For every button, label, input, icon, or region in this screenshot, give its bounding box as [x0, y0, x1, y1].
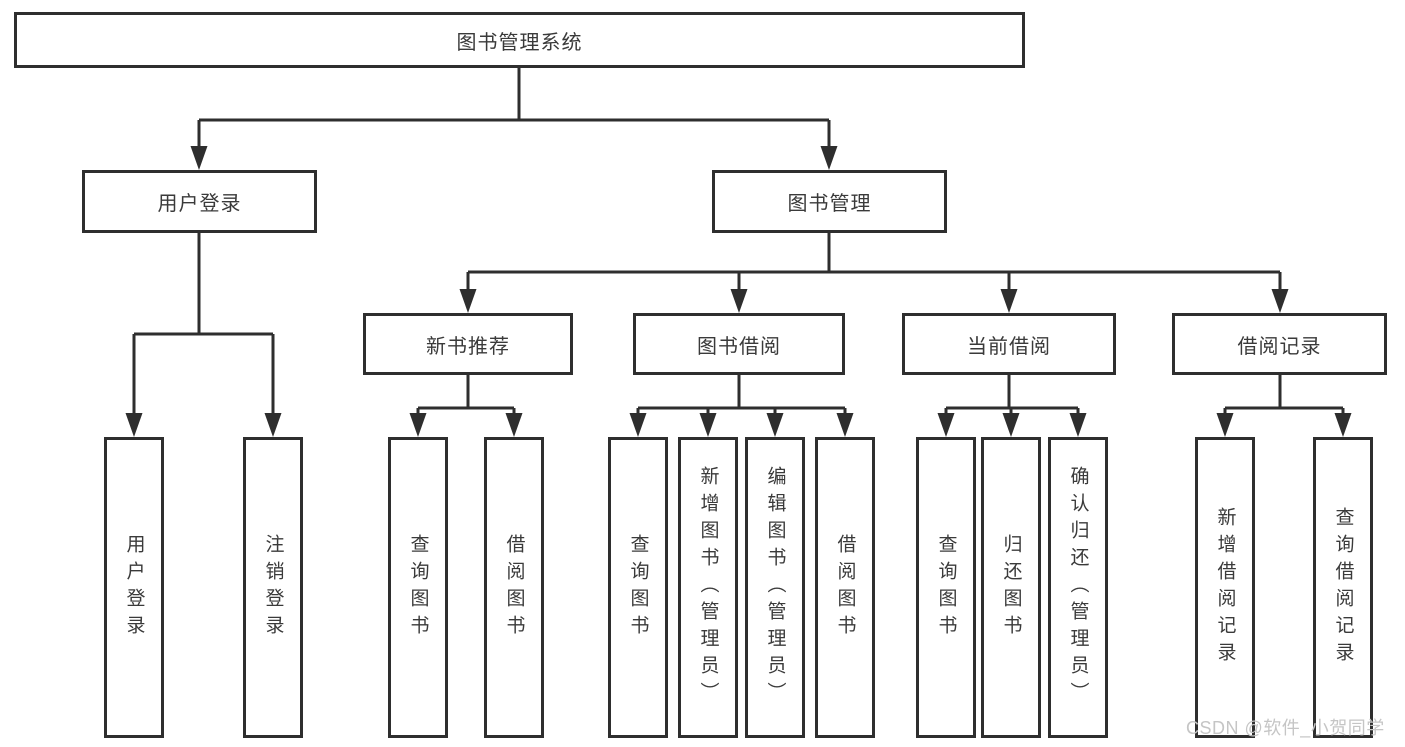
node-label: 图书管理: [787, 193, 872, 215]
node-new-book-recommend: 新书推荐: [363, 313, 573, 375]
leaf-label: 编辑图书（管理员）: [764, 466, 786, 709]
node-user-login: 用户登录: [82, 170, 317, 233]
node-label: 图书管理系统: [456, 31, 583, 54]
node-current-borrowing: 当前借阅: [902, 313, 1116, 375]
leaf-query-books-1: 查询图书: [388, 437, 448, 738]
leaf-label: 新增借阅记录: [1214, 506, 1236, 669]
node-label: 图书借阅: [697, 335, 781, 358]
leaf-add-books-admin: 新增图书（管理员）: [678, 437, 738, 738]
node-book-borrowing: 图书借阅: [633, 313, 845, 375]
leaf-label: 新增图书（管理员）: [697, 466, 719, 709]
node-label: 用户登录: [157, 193, 242, 215]
leaf-label: 查询借阅记录: [1332, 506, 1354, 669]
leaf-label: 用户登录: [123, 533, 145, 642]
leaf-logout: 注销登录: [243, 437, 303, 738]
leaf-label: 归还图书: [1000, 533, 1022, 642]
node-label: 新书推荐: [426, 335, 510, 358]
leaf-label: 查询图书: [627, 533, 649, 642]
node-label: 当前借阅: [967, 335, 1051, 358]
node-borrow-records: 借阅记录: [1172, 313, 1387, 375]
leaf-label: 借阅图书: [834, 533, 856, 642]
leaf-edit-books-admin: 编辑图书（管理员）: [745, 437, 805, 738]
leaf-query-books-2: 查询图书: [608, 437, 668, 738]
leaf-user-login: 用户登录: [104, 437, 164, 738]
leaf-label: 查询图书: [935, 533, 957, 642]
watermark: CSDN @软件_小贺同学: [1186, 718, 1385, 738]
leaf-return-books: 归还图书: [981, 437, 1041, 738]
node-label: 借阅记录: [1237, 335, 1322, 358]
leaf-query-books-3: 查询图书: [916, 437, 976, 738]
leaf-label: 查询图书: [407, 533, 429, 642]
leaf-add-borrow-record: 新增借阅记录: [1195, 437, 1255, 738]
leaf-label: 注销登录: [262, 533, 284, 642]
leaf-borrow-books-2: 借阅图书: [815, 437, 875, 738]
arrowhead-icons: [125, 146, 1352, 437]
leaf-confirm-return-admin: 确认归还（管理员）: [1048, 437, 1108, 738]
leaf-query-borrow-record: 查询借阅记录: [1313, 437, 1373, 738]
node-library-management-system: 图书管理系统: [14, 12, 1025, 68]
leaf-label: 确认归还（管理员）: [1067, 466, 1089, 709]
leaf-label: 借阅图书: [503, 533, 525, 642]
node-book-management: 图书管理: [712, 170, 947, 233]
leaf-borrow-books-1: 借阅图书: [484, 437, 544, 738]
